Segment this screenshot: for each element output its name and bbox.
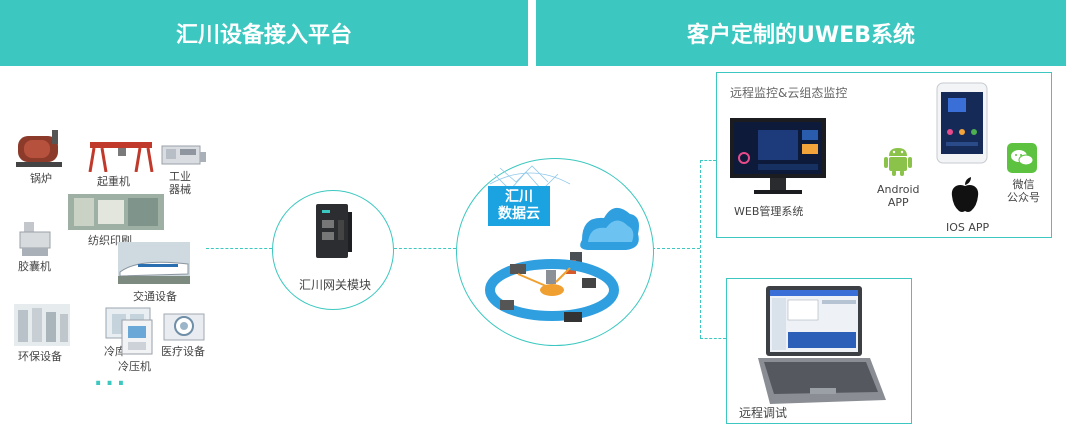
wechat-label-line2: 公众号 <box>1007 191 1040 204</box>
boiler-image <box>16 130 62 167</box>
textile-printing-image <box>68 194 164 230</box>
device-label-crane: 起重机 <box>97 175 130 188</box>
android-icon <box>884 148 912 176</box>
device-label-industrial: 工业 器械 <box>169 170 191 196</box>
cloud-label-line2: 数据云 <box>498 206 540 222</box>
ios-app-label: IOS APP <box>946 221 990 234</box>
connector-gateway-cloud <box>394 248 456 249</box>
cloud-label-box: 汇川 数据云 <box>488 186 550 226</box>
laptop-image <box>758 286 886 404</box>
connector-to-remote-panel <box>700 160 716 161</box>
remote-panel-title: 远程监控&云组态监控 <box>730 86 848 100</box>
cloud-network-image <box>485 165 639 322</box>
device-label-boiler: 锅炉 <box>30 172 52 185</box>
device-label-cold-storage: 冷库 <box>104 345 126 358</box>
wechat-icon <box>1007 143 1037 173</box>
device-label-medical: 医疗设备 <box>161 345 205 358</box>
device-label-transport: 交通设备 <box>133 290 177 303</box>
connector-cloud-web <box>652 248 700 249</box>
android-label-line2: APP <box>887 196 909 209</box>
web-system-label: WEB管理系统 <box>734 205 804 218</box>
remote-debug-label: 远程调试 <box>739 406 788 420</box>
cold-press-image <box>121 319 153 355</box>
crane-image <box>88 142 154 172</box>
header-left: 汇川设备接入平台 <box>0 0 528 66</box>
industrial-machine-image <box>161 145 206 165</box>
connector-devices-gateway <box>206 248 272 249</box>
wechat-label: 微信 公众号 <box>1007 178 1040 204</box>
device-label-capsule: 胶囊机 <box>18 260 51 273</box>
more-devices-ellipsis: ... <box>94 366 129 391</box>
capsule-machine-image <box>19 222 51 256</box>
gateway-label: 汇川网关模块 <box>299 278 372 292</box>
cloud-label-line1: 汇川 <box>505 189 533 205</box>
mobile-phone-image <box>936 82 988 164</box>
connector-to-debug-panel <box>700 338 726 339</box>
android-app-label: Android APP <box>877 183 920 209</box>
environmental-equipment-image <box>14 304 70 346</box>
wechat-label-line1: 微信 <box>1012 178 1035 191</box>
device-label-cold-press: 冷压机 <box>118 360 151 373</box>
android-label-line1: Android <box>877 183 920 196</box>
medical-equipment-image <box>163 313 205 341</box>
header-right: 客户定制的UWEB系统 <box>536 0 1066 66</box>
apple-icon <box>951 177 979 212</box>
connector-vertical <box>700 160 701 338</box>
device-label-environmental: 环保设备 <box>18 350 62 363</box>
gateway-module-image <box>316 204 352 258</box>
web-monitor-image <box>730 118 826 194</box>
transport-train-image <box>118 242 190 284</box>
